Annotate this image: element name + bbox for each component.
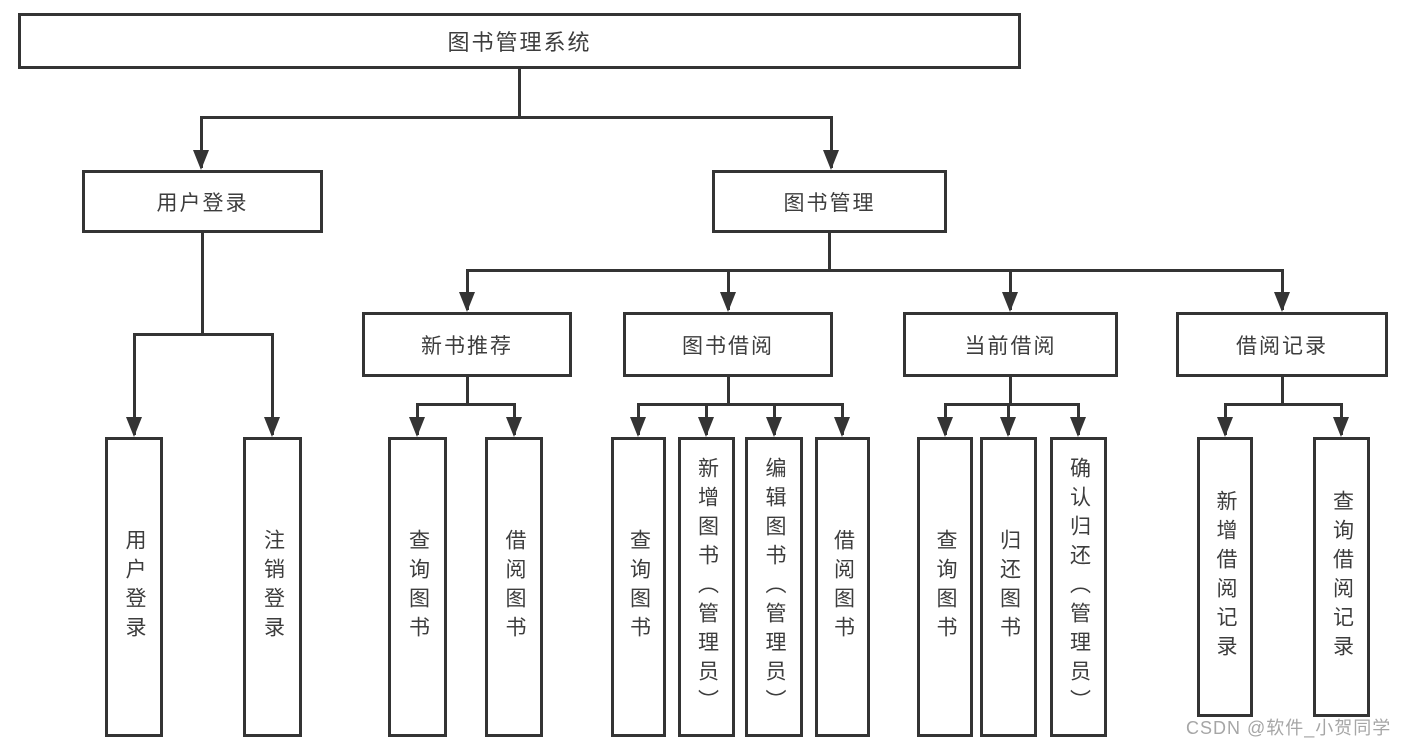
- arrow-down-icon: [1217, 417, 1233, 437]
- leaf-confirm-return-admin: 确认归还（管理员）: [1050, 437, 1107, 737]
- leaf-add-book-admin: 新增图书（管理员）: [678, 437, 735, 737]
- arrow-down-icon: [937, 417, 953, 437]
- connector-line: [200, 116, 203, 168]
- node-label: 编辑图书（管理员）: [763, 456, 786, 718]
- arrow-down-icon: [698, 417, 714, 437]
- arrow-down-icon: [459, 292, 475, 312]
- node-label: 图书管理: [783, 191, 876, 215]
- node-borrowing-records: 借阅记录: [1176, 312, 1388, 377]
- node-label: 图书管理系统: [447, 30, 592, 55]
- node-current-borrowing: 当前借阅: [903, 312, 1118, 377]
- node-label: 新增图书（管理员）: [695, 456, 719, 718]
- connector-line: [201, 233, 204, 336]
- node-book-management: 图书管理: [712, 170, 947, 233]
- connector-line: [1224, 403, 1343, 406]
- node-library-management-system: 图书管理系统: [18, 13, 1021, 69]
- node-label: 查询图书: [406, 529, 430, 645]
- arrow-down-icon: [823, 150, 839, 170]
- node-label: 查询图书: [627, 529, 651, 645]
- node-label: 归还图书: [997, 529, 1021, 645]
- arrow-down-icon: [506, 417, 522, 437]
- connector-line: [727, 377, 730, 406]
- node-book-borrowing: 图书借阅: [623, 312, 833, 377]
- arrow-down-icon: [264, 417, 280, 437]
- node-label: 借阅记录: [1236, 334, 1328, 358]
- connector-line: [727, 269, 730, 310]
- arrow-down-icon: [1070, 417, 1086, 437]
- node-label: 新书推荐: [421, 334, 513, 358]
- node-user-login: 用户登录: [82, 170, 323, 233]
- arrow-down-icon: [1000, 417, 1016, 437]
- arrow-down-icon: [834, 417, 850, 437]
- connector-line: [133, 333, 274, 336]
- connector-line: [1009, 377, 1012, 406]
- connector-line: [518, 69, 521, 117]
- node-label: 用户登录: [123, 529, 146, 645]
- connector-line: [1281, 269, 1284, 310]
- connector-line: [1009, 269, 1012, 310]
- arrow-down-icon: [766, 417, 782, 437]
- arrow-down-icon: [1333, 417, 1349, 437]
- connector-line: [271, 333, 274, 435]
- arrow-down-icon: [409, 417, 425, 437]
- connector-line: [416, 403, 516, 406]
- node-label: 图书借阅: [682, 334, 774, 358]
- node-label: 新增借阅记录: [1214, 490, 1237, 664]
- node-label: 注销登录: [261, 529, 285, 645]
- leaf-query-books-recommend: 查询图书: [388, 437, 447, 737]
- arrow-down-icon: [1002, 292, 1018, 312]
- leaf-logout: 注销登录: [243, 437, 302, 737]
- connector-line: [944, 403, 1080, 406]
- connector-line: [466, 269, 469, 310]
- leaf-add-borrow-record: 新增借阅记录: [1197, 437, 1253, 717]
- node-label: 当前借阅: [964, 334, 1057, 358]
- leaf-borrow-books-recommend: 借阅图书: [485, 437, 543, 737]
- leaf-query-books-borrowing: 查询图书: [611, 437, 666, 737]
- connector-line: [637, 403, 844, 406]
- connector-line: [828, 233, 831, 272]
- node-label: 借阅图书: [831, 529, 855, 645]
- node-label: 确认归还（管理员）: [1067, 456, 1091, 718]
- csdn-watermark: CSDN @软件_小贺同学: [1186, 718, 1392, 738]
- leaf-query-books-current: 查询图书: [917, 437, 973, 737]
- node-new-book-recommendation: 新书推荐: [362, 312, 572, 377]
- leaf-borrow-books: 借阅图书: [815, 437, 870, 737]
- leaf-return-books: 归还图书: [980, 437, 1037, 737]
- arrow-down-icon: [720, 292, 736, 312]
- connector-line: [466, 377, 469, 406]
- leaf-user-login: 用户登录: [105, 437, 163, 737]
- leaf-edit-book-admin: 编辑图书（管理员）: [745, 437, 803, 737]
- connector-line: [133, 333, 136, 435]
- arrow-down-icon: [126, 417, 142, 437]
- node-label: 查询图书: [934, 529, 957, 645]
- node-label: 借阅图书: [503, 529, 526, 645]
- connector-line: [1281, 377, 1284, 406]
- connector-line: [830, 116, 833, 168]
- node-label: 查询借阅记录: [1330, 490, 1354, 664]
- arrow-down-icon: [630, 417, 646, 437]
- connector-line: [200, 116, 832, 119]
- connector-line: [466, 269, 1283, 272]
- leaf-query-borrow-record: 查询借阅记录: [1313, 437, 1370, 717]
- node-label: 用户登录: [156, 191, 249, 215]
- arrow-down-icon: [1274, 292, 1290, 312]
- arrow-down-icon: [193, 150, 209, 170]
